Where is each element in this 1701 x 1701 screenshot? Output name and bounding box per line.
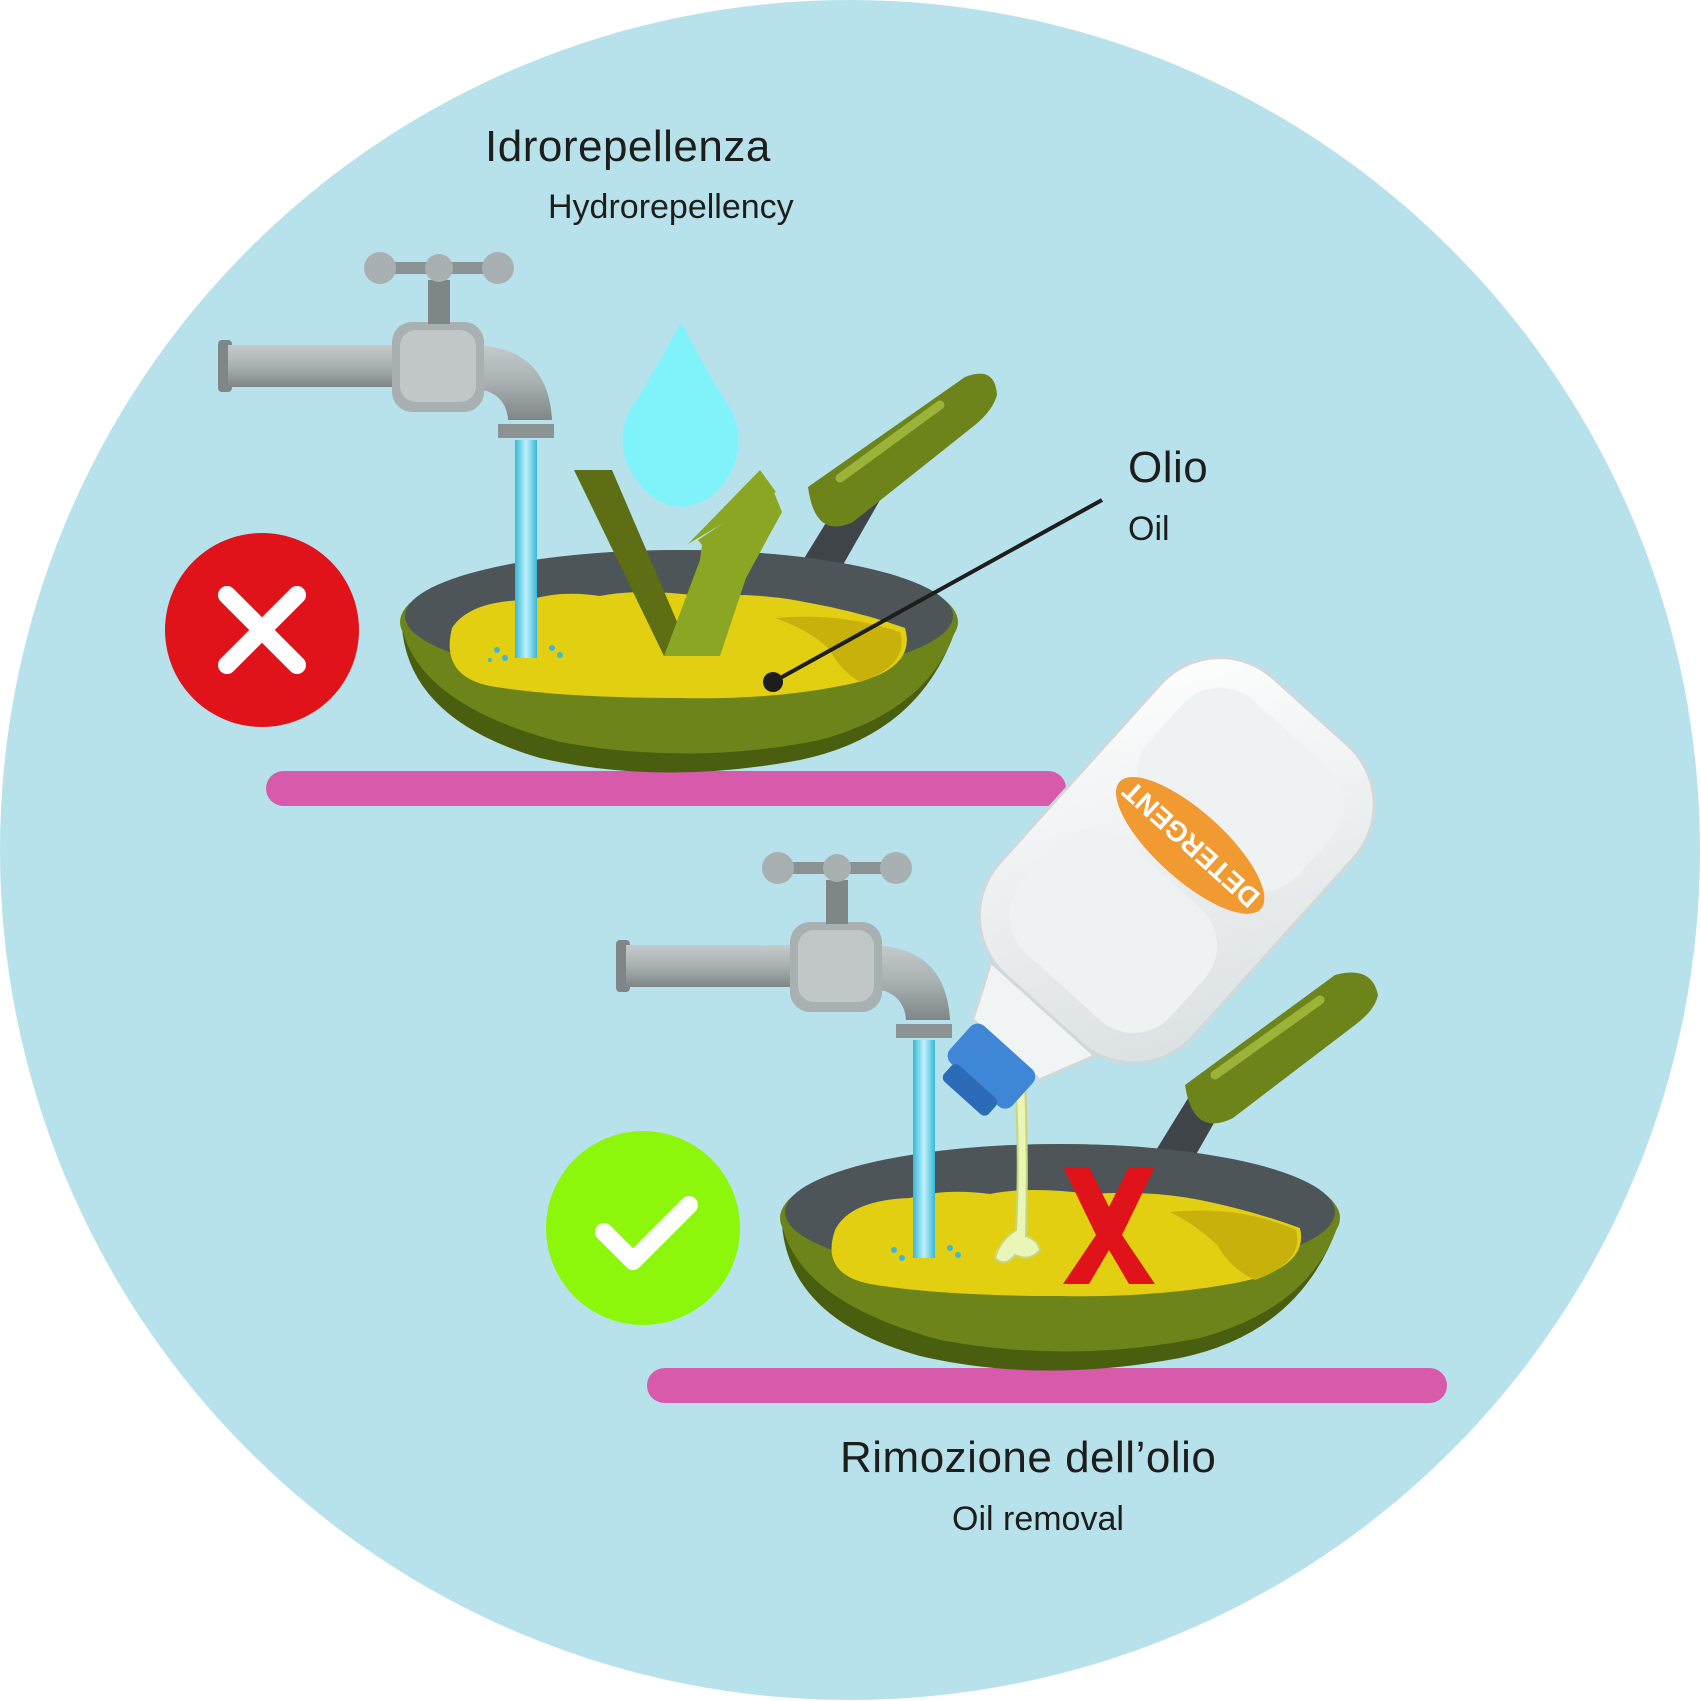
pan-handle <box>800 373 997 570</box>
top-scene <box>165 252 1103 806</box>
faucet-knob-center-bottom <box>823 854 851 882</box>
water-stream-bottom <box>913 1040 935 1258</box>
callout-title: Olio <box>1128 443 1209 492</box>
oil-shadow-bottom <box>1170 1210 1298 1280</box>
faucet <box>218 252 554 438</box>
cross-mark-icon <box>165 533 359 727</box>
top-title: Idrorepellenza <box>485 122 771 171</box>
bottle-label <box>1115 777 1265 914</box>
oil-shadow <box>775 616 902 682</box>
faucet-knob-right <box>482 252 514 284</box>
water-stream <box>515 440 537 658</box>
callout-subtitle: Oil <box>1128 510 1170 548</box>
callout-line <box>772 498 1103 684</box>
detergent-stream <box>993 1077 1042 1264</box>
bottle-cap <box>947 1023 1036 1109</box>
water-drop-icon <box>622 322 739 507</box>
stove-burner-bottom <box>647 1368 1447 1403</box>
callout-dot <box>763 672 783 692</box>
bottom-title: Rimozione dell’olio <box>840 1433 1217 1482</box>
top-subtitle: Hydrorepellency <box>548 188 794 226</box>
detergent-bottle: DETERGENT <box>942 656 1376 1116</box>
check-mark-icon <box>546 1131 740 1325</box>
stove-burner <box>266 771 1066 806</box>
bottom-subtitle: Oil removal <box>952 1500 1124 1538</box>
faucet-knob-center <box>425 254 453 282</box>
faucet-bottom <box>616 852 952 1038</box>
faucet-knob-right-bottom <box>880 852 912 884</box>
bottom-scene: DETERGENT <box>546 656 1447 1403</box>
red-x-mark <box>1063 1167 1155 1284</box>
faucet-knob-left-bottom <box>762 852 794 884</box>
faucet-knob-left <box>364 252 396 284</box>
water-splash <box>488 645 563 662</box>
pan-handle-bottom <box>1150 972 1378 1165</box>
check-arrow-graphic <box>574 470 782 656</box>
water-splash-bottom <box>891 1245 961 1261</box>
